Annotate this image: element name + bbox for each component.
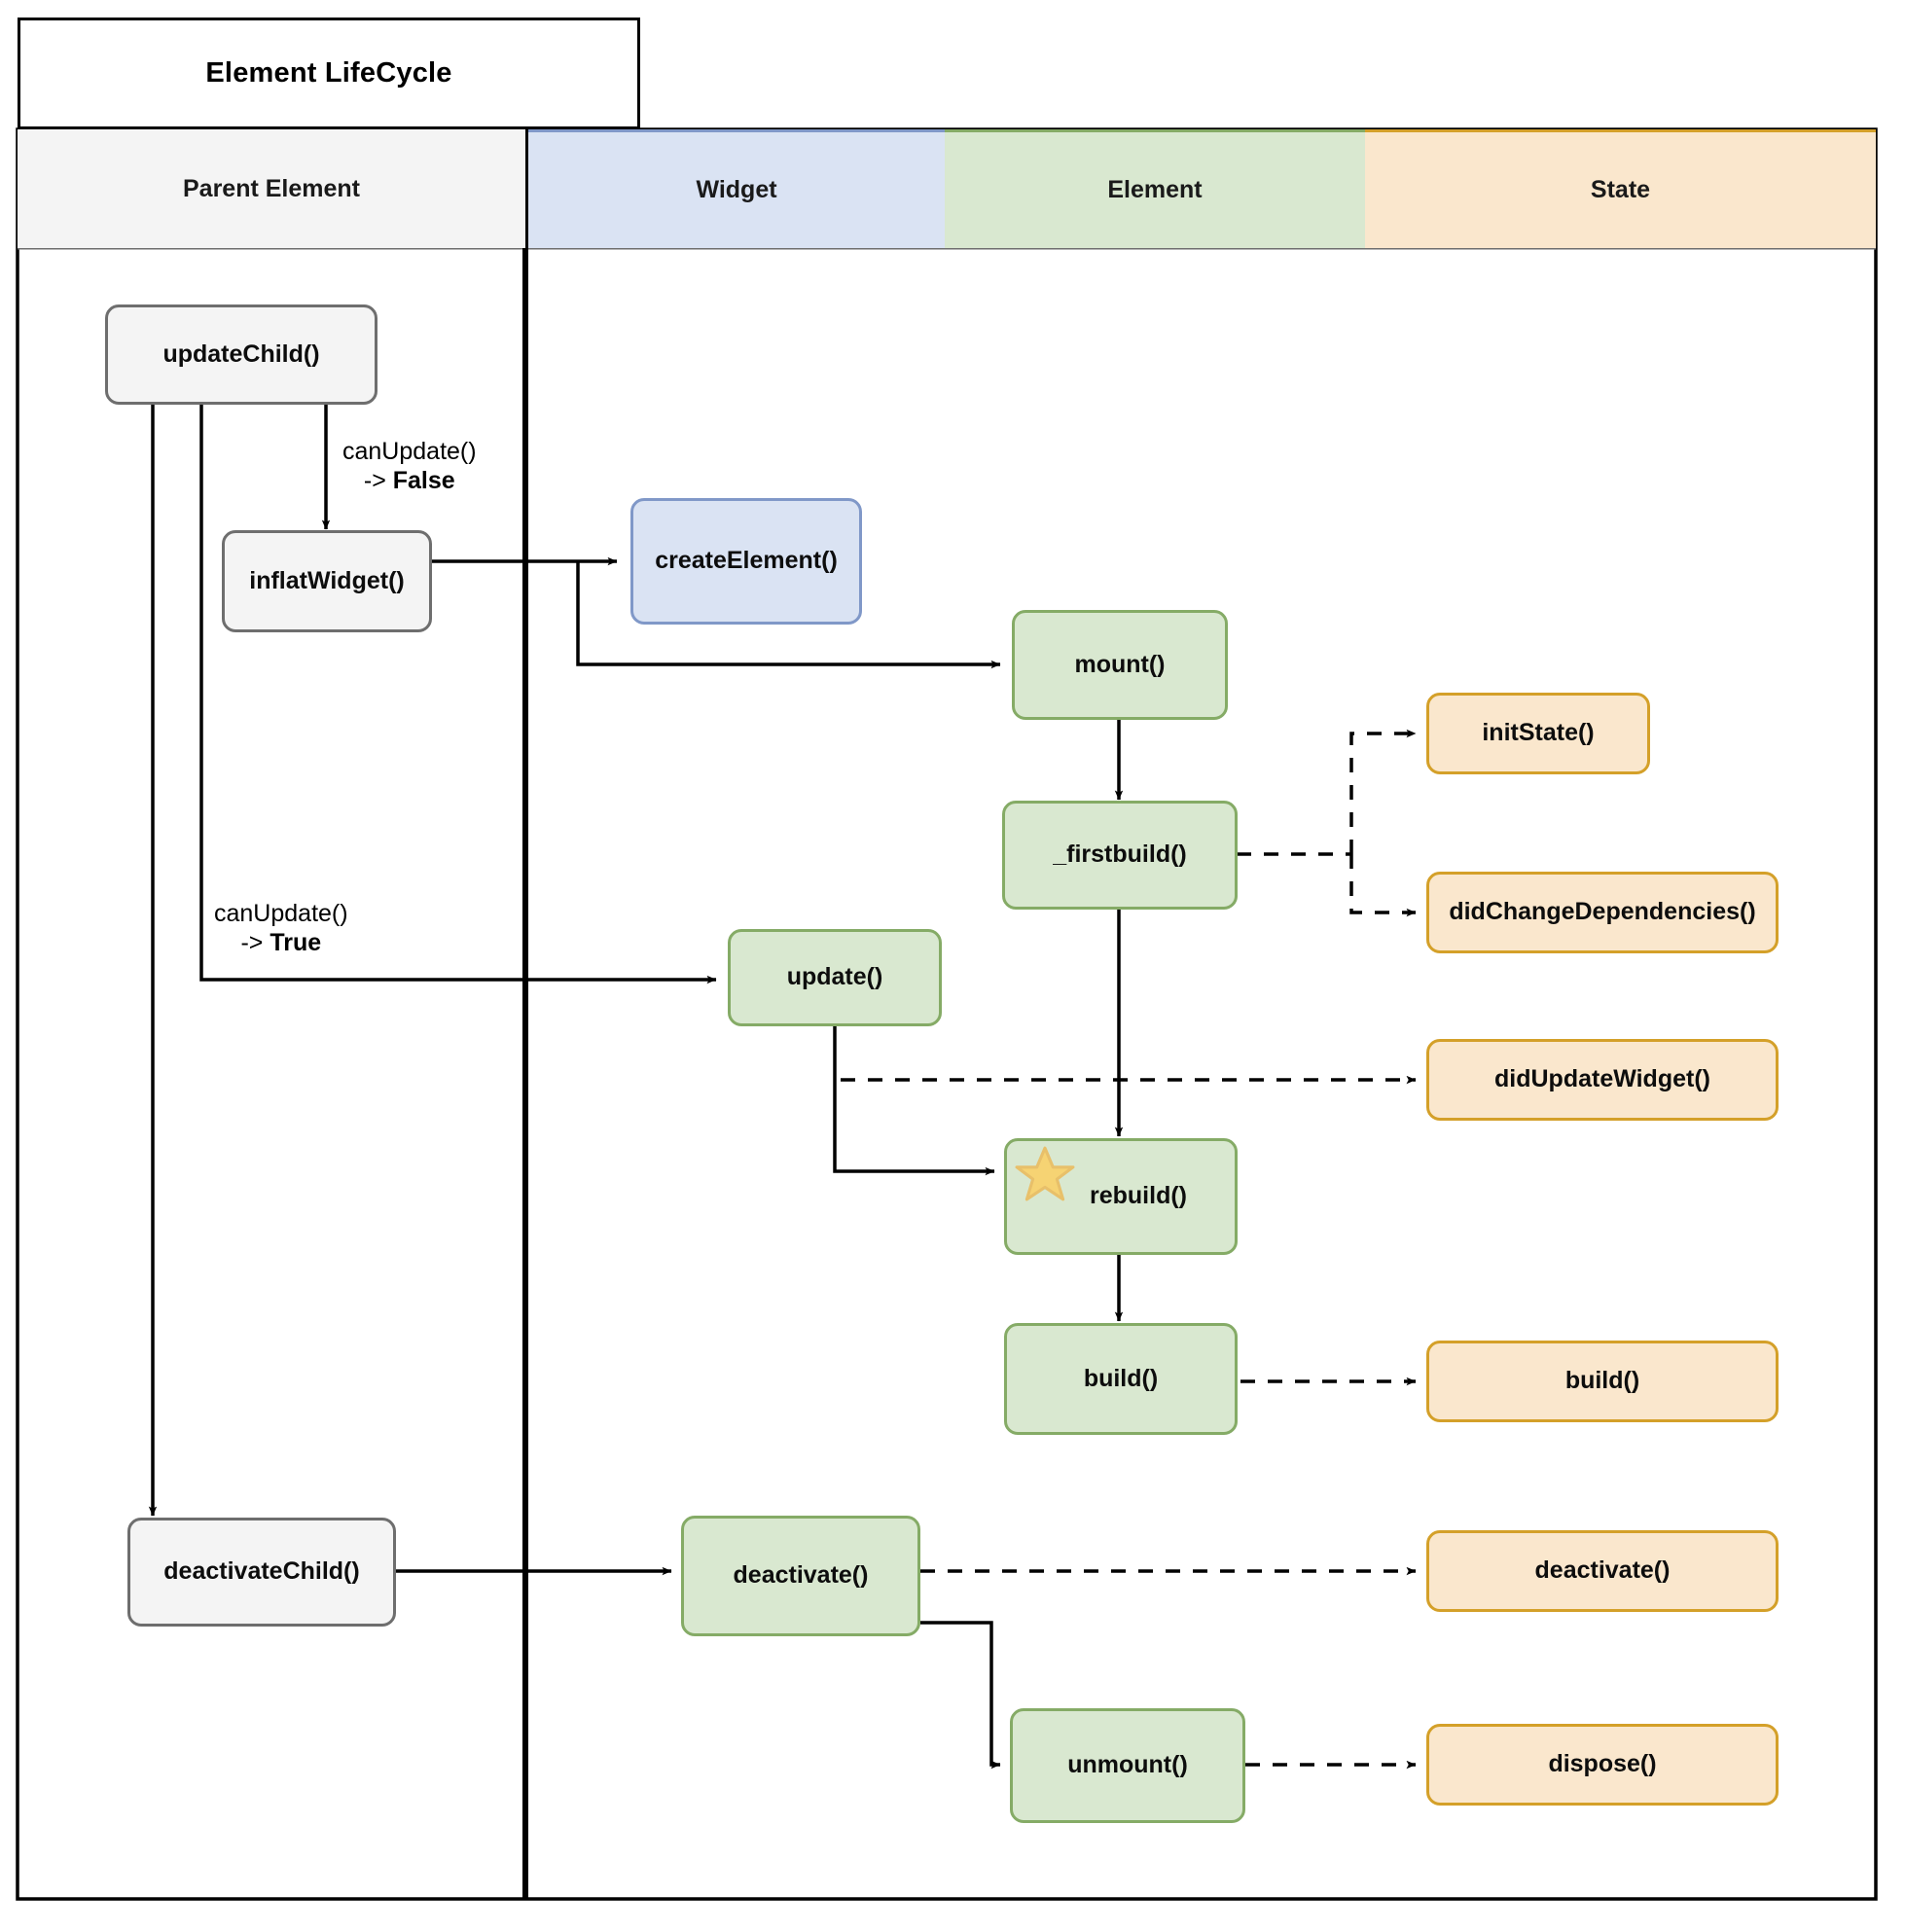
node-label-update-child: updateChild() [162,340,320,368]
node-label-unmount: unmount() [1067,1751,1188,1779]
node-deactivate[interactable]: deactivate() [681,1516,920,1636]
node-build-element[interactable]: build() [1004,1323,1238,1435]
node-label-deactivate-state: deactivate() [1534,1556,1671,1585]
edge-label-can-update-true-value: True [270,928,322,956]
node-label-did-update-widget: didUpdateWidget() [1494,1065,1710,1093]
node-label-init-state: initState() [1482,719,1595,747]
node-dispose[interactable]: dispose() [1426,1724,1779,1806]
node-deactivate-state[interactable]: deactivate() [1426,1530,1779,1612]
edge-inflatwidget-to-mount [576,561,1001,669]
diagram-title-box: Element LifeCycle [18,18,640,129]
node-label-rebuild: rebuild() [1090,1182,1187,1210]
edge-label-can-update-true-line1: canUpdate() [214,900,348,927]
node-build-state[interactable]: build() [1426,1341,1779,1422]
node-label-dispose: dispose() [1548,1750,1657,1778]
node-unmount[interactable]: unmount() [1010,1708,1245,1823]
lane-label-element: Element [1107,176,1203,203]
lane-label-widget: Widget [696,176,777,203]
node-label-deactivate-child: deactivateChild() [163,1557,360,1586]
edge-updatechild-to-update [199,405,717,984]
node-label-inflat-widget: inflatWidget() [249,566,405,594]
edge-label-can-update-false: canUpdate() -> False [342,438,477,495]
node-init-state[interactable]: initState() [1426,693,1650,774]
node-rebuild[interactable]: rebuild() [1004,1138,1238,1255]
node-mount[interactable]: mount() [1012,610,1228,720]
node-update-child[interactable]: updateChild() [105,304,377,405]
node-inflat-widget[interactable]: inflatWidget() [222,530,432,632]
node-did-update-widget[interactable]: didUpdateWidget() [1426,1039,1779,1121]
edge-label-can-update-false-value: False [392,466,455,494]
node-label-firstbuild: _firstbuild() [1053,841,1187,869]
node-label-update: update() [786,963,883,991]
edge-firstbuild-to-state-hooks [1237,729,1417,917]
edge-label-can-update-false-arrow: -> [363,466,393,494]
edge-update-to-rebuild [833,1026,995,1176]
lane-header-widget: Widget [528,129,945,248]
edge-label-can-update-true-arrow: -> [240,928,270,956]
lane-header-state: State [1365,129,1876,248]
edge-label-can-update-false-line1: canUpdate() [342,438,477,465]
lane-label-state: State [1590,176,1651,203]
node-update[interactable]: update() [728,929,942,1026]
node-label-create-element: createElement() [655,547,838,575]
node-create-element[interactable]: createElement() [630,498,862,625]
node-label-deactivate: deactivate() [733,1561,869,1590]
star-icon [1015,1146,1075,1201]
lane-header-parent-element: Parent Element [18,129,525,248]
node-label-did-change-dependencies: didChangeDependencies() [1449,898,1756,926]
edge-deactivate-to-unmount [920,1621,1001,1770]
node-firstbuild[interactable]: _firstbuild() [1002,801,1238,910]
node-did-change-dependencies[interactable]: didChangeDependencies() [1426,872,1779,953]
node-label-mount: mount() [1074,650,1166,678]
edge-label-can-update-true: canUpdate() -> True [214,900,348,957]
node-label-build-element: build() [1083,1364,1159,1392]
diagram-title: Element LifeCycle [205,57,452,89]
lane-header-element: Element [945,129,1365,248]
node-label-build-state: build() [1564,1367,1640,1395]
lane-label-parent-element: Parent Element [182,174,360,202]
node-deactivate-child[interactable]: deactivateChild() [127,1518,396,1627]
